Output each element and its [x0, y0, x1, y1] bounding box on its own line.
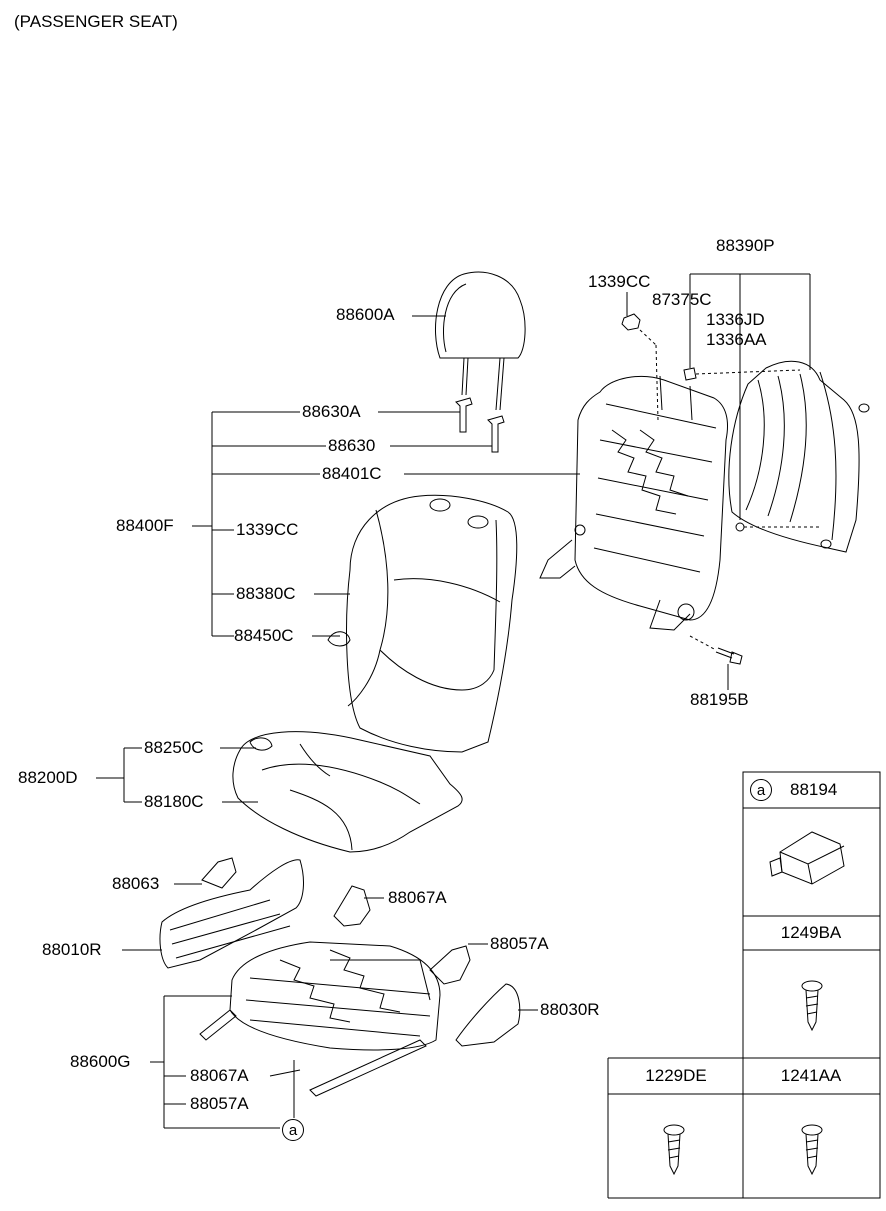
cover-88063-drawing: [201, 857, 237, 889]
label-88400f: 88400F: [116, 516, 174, 535]
label-88380c: 88380C: [236, 584, 296, 603]
label-88450c: 88450C: [234, 626, 294, 645]
label-88030r: 88030R: [540, 1000, 600, 1019]
label-88630: 88630: [328, 436, 376, 455]
headrest-drawing: [435, 271, 526, 411]
label-88250c: 88250C: [144, 738, 204, 757]
label-88180c: 88180C: [144, 792, 204, 811]
label-87375c: 87375C: [652, 290, 712, 309]
label-88010r: 88010R: [42, 940, 102, 959]
table-label-1241aa: 1241AA: [780, 1066, 842, 1085]
side-shield-88010r-drawing: [159, 859, 304, 969]
label-88057a-top: 88057A: [490, 934, 549, 953]
label-1339cc-top: 1339CC: [588, 272, 651, 291]
label-88195b: 88195B: [690, 690, 749, 709]
bracket-88067a-drawing: [333, 885, 371, 927]
bracket-88057a-drawing: [429, 945, 471, 985]
seatback-frame-drawing: [539, 344, 728, 631]
parts-table-grid: [607, 771, 881, 1199]
cover-88030r-drawing: [455, 983, 521, 1047]
headrest-guide-drawing: [455, 397, 505, 453]
leader-lines: [96, 273, 811, 1129]
label-1339cc-left: 1339CC: [236, 520, 299, 539]
label-88600a: 88600A: [336, 305, 395, 324]
label-88600g: 88600G: [70, 1052, 131, 1071]
clip-88194-drawing: [769, 831, 845, 885]
diagram-caption: (PASSENGER SEAT): [14, 12, 178, 31]
label-88057a-bottom: 88057A: [190, 1094, 249, 1113]
label-88067a-top: 88067A: [388, 888, 447, 907]
seatback-cushion-drawing: [327, 494, 518, 753]
table-reference-marker-a: a: [750, 779, 772, 801]
label-88390p: 88390P: [716, 236, 775, 255]
label-1336jd: 1336JD: [706, 310, 765, 329]
seatback-board-drawing: [695, 360, 870, 553]
table-label-88194: 88194: [790, 780, 838, 799]
label-88063: 88063: [112, 874, 160, 893]
table-label-1249ba: 1249BA: [780, 923, 842, 942]
bolt-88195b-drawing: [689, 635, 743, 665]
screw-1241aa-drawing: [801, 1124, 823, 1176]
screw-1249ba-drawing: [801, 980, 823, 1032]
label-88200d: 88200D: [18, 768, 78, 787]
table-label-1229de: 1229DE: [645, 1066, 707, 1085]
label-88630a: 88630A: [302, 402, 361, 421]
screw-1229de-drawing: [663, 1124, 685, 1176]
seat-frame-drawing: [199, 941, 441, 1097]
label-1336aa: 1336AA: [706, 330, 767, 349]
nut-1339cc-drawing: [621, 313, 641, 331]
label-88401c: 88401C: [322, 464, 382, 483]
label-88067a-bottom: 88067A: [190, 1066, 249, 1085]
reference-marker-a: a: [282, 1119, 304, 1141]
clip-87375c-drawing: [683, 367, 697, 381]
